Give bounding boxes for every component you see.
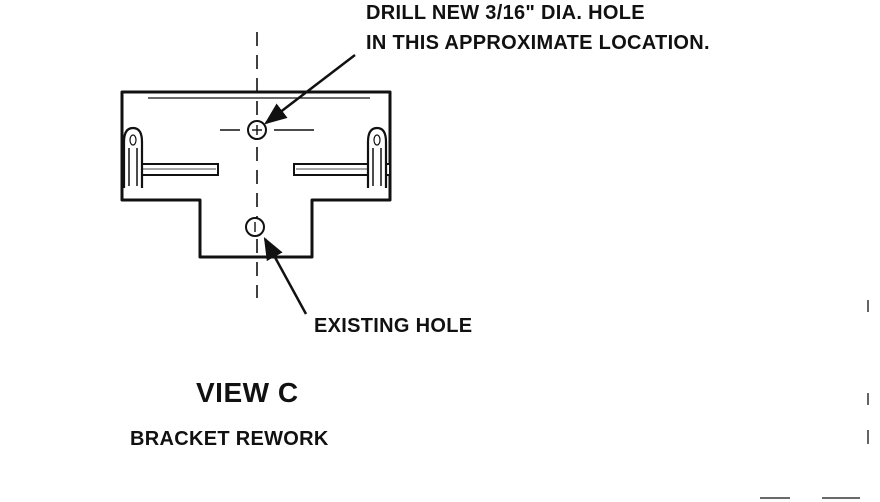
- leader-existing-hole: [263, 237, 308, 315]
- view-subtitle: BRACKET REWORK: [130, 428, 329, 450]
- new-hole-marker: [247, 120, 267, 140]
- leader-new-hole: [264, 54, 356, 125]
- page-edge-marks: [760, 300, 869, 499]
- left-clip-tab: [122, 126, 144, 188]
- new-hole-callout-line-1: DRILL NEW 3/16" DIA. HOLE: [366, 2, 645, 24]
- right-clip-tab: [366, 126, 388, 188]
- existing-hole-callout: EXISTING HOLE: [314, 315, 473, 337]
- new-hole-callout-line-2: IN THIS APPROXIMATE LOCATION.: [366, 32, 710, 54]
- existing-hole-marker: [245, 217, 265, 237]
- view-title: VIEW C: [196, 377, 299, 408]
- bracket-outline: [120, 90, 392, 259]
